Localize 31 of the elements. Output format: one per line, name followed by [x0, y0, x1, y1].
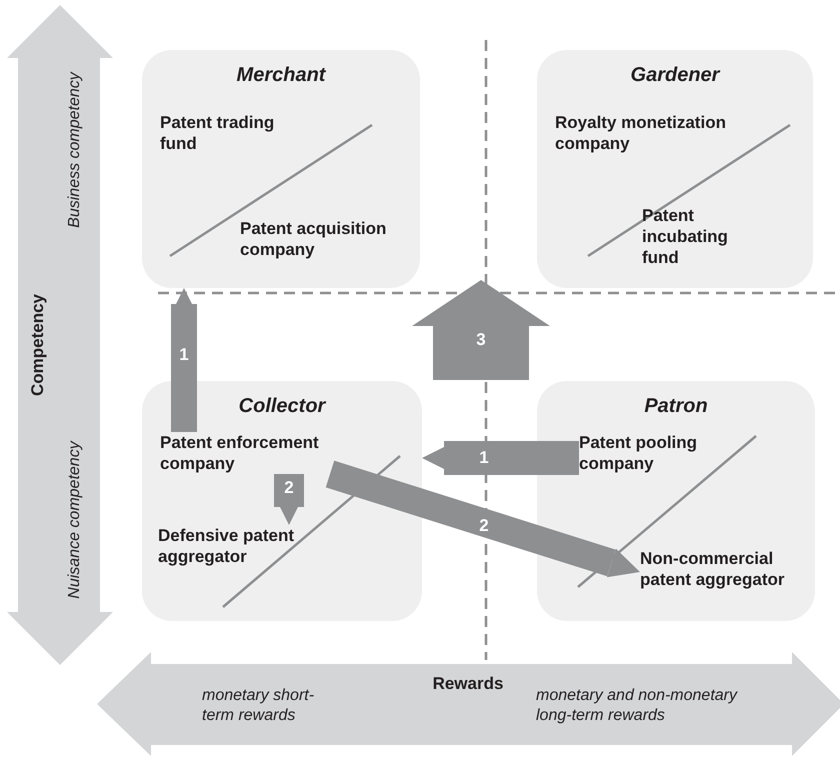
axis-label: monetary and non-monetary long-term rewards — [536, 686, 739, 726]
edge-label: 1 — [179, 346, 189, 364]
arrow — [326, 460, 640, 578]
company-type-label: Patent enforcement company — [160, 432, 350, 474]
axis-label: Nuisance competency — [65, 440, 84, 601]
company-type-label: Patent pooling company — [579, 432, 729, 474]
quadrant-panel — [537, 381, 815, 621]
quadrant-title: Merchant — [236, 64, 327, 87]
company-type-label: Non-commercial patent aggregator — [640, 548, 812, 590]
quadrant-panel — [537, 50, 813, 288]
quadrant-title: Patron — [643, 395, 709, 418]
arrow-label: 3 — [475, 330, 487, 350]
edge-label: 2 — [479, 517, 489, 535]
company-type-label: Patent acquisition company — [240, 218, 416, 260]
arrow — [274, 474, 304, 525]
axis-title: Competency — [28, 292, 48, 398]
quadrant-title: Gardener — [630, 64, 722, 87]
quadrant-title: Collector — [238, 395, 328, 418]
axis-label: Business competency — [65, 70, 84, 230]
edge-label: 2 — [284, 479, 294, 497]
company-type-label: Royalty monetization company — [555, 112, 760, 154]
company-type-label: Patent incubating fund — [642, 205, 740, 268]
company-type-label: Patent trading fund — [160, 112, 292, 154]
arrow — [171, 288, 197, 432]
company-type-label: Defensive patent aggregator — [158, 525, 323, 567]
edge-label: 1 — [479, 449, 489, 467]
axis-title: Rewards — [432, 674, 504, 694]
arrow — [422, 441, 579, 475]
quadrant-panel — [142, 381, 422, 621]
axis-label: monetary short-term rewards — [202, 686, 316, 726]
quadrant-panel — [142, 50, 420, 288]
